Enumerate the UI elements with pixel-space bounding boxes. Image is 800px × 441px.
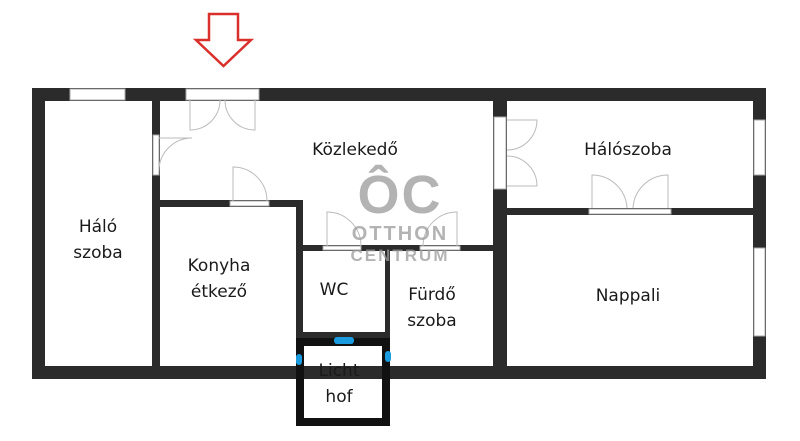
room-label-kozlekedo: Közlekedő [312, 140, 398, 160]
watermark-line2: CENTRUM [350, 246, 450, 265]
entrance-arrow [192, 12, 255, 68]
room-label-haloszoba: Hálószoba [584, 140, 672, 160]
room-label-nappali: Nappali [595, 286, 661, 306]
windows [69, 88, 766, 337]
watermark-line1: OTTHON [351, 223, 449, 245]
door-swings [158, 99, 669, 247]
watermark-logo: ÔC [357, 165, 443, 225]
room-label-wc: WC [319, 280, 349, 300]
blue-markers [296, 337, 391, 365]
